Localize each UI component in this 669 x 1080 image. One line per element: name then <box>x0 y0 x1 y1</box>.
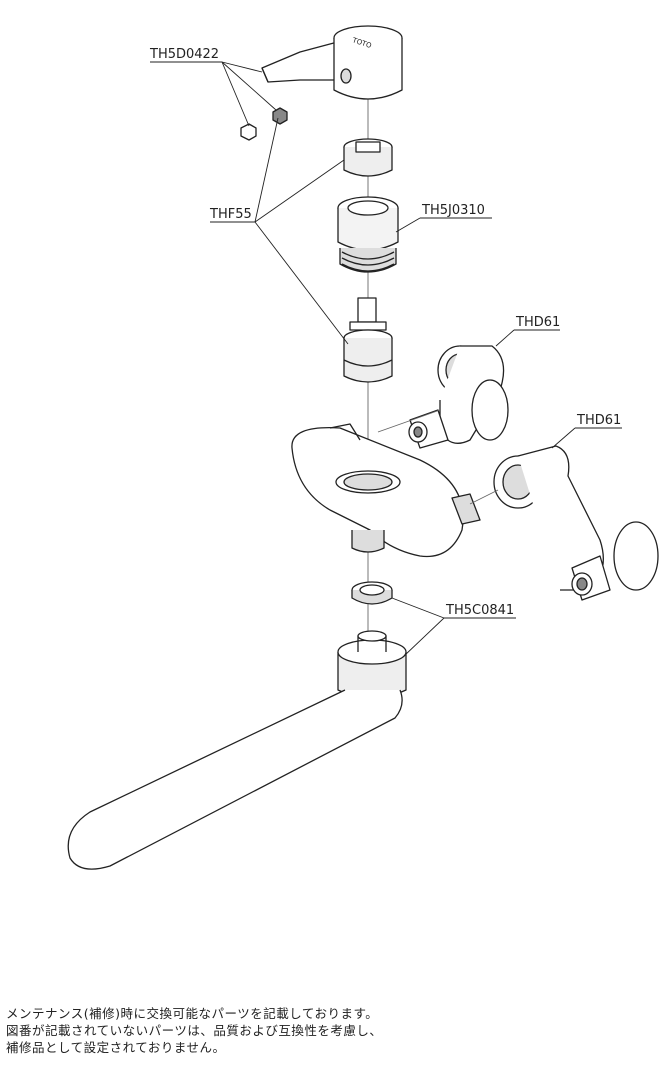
exploded-parts-diagram: TOTO <box>67 25 659 870</box>
elbow-lower <box>493 445 659 601</box>
leader-elbow-lower <box>551 427 576 449</box>
lever-handle: TOTO <box>261 25 403 100</box>
leader-thf-3 <box>254 221 349 345</box>
leader-lever-3 <box>221 61 277 111</box>
label-lever-handle: TH5D0422 <box>149 47 219 62</box>
handle-screw <box>240 107 288 141</box>
cartridge-nut <box>337 196 399 273</box>
label-cartridge-set: THF55 <box>209 207 252 222</box>
elbow-upper <box>408 345 509 449</box>
note-line-3: 補修品として設定されておりません。 <box>6 1040 226 1055</box>
faucet-body <box>291 423 481 558</box>
spout <box>67 630 407 870</box>
assembly-line-lower <box>469 489 499 505</box>
leader-nut <box>395 217 421 233</box>
note-line-2: 図番が記載されていないパーツは、品質および互換性を考慮し、 <box>6 1023 383 1038</box>
maintenance-note: メンテナンス(補修)時に交換可能なパーツを記載しております。 図番が記載されてい… <box>6 1005 666 1056</box>
leader-packing-2 <box>403 617 445 657</box>
note-line-1: メンテナンス(補修)時に交換可能なパーツを記載しております。 <box>6 1006 379 1021</box>
leader-thf-2 <box>254 159 345 223</box>
spout-packing <box>351 581 393 605</box>
label-elbow-upper: THD61 <box>515 315 560 330</box>
label-cartridge-nut: TH5J0310 <box>421 203 485 218</box>
cartridge <box>343 297 393 383</box>
label-elbow-lower: THD61 <box>576 413 621 428</box>
leader-lever-2 <box>221 61 250 127</box>
leader-elbow-upper <box>495 329 515 347</box>
leader-lever-1 <box>221 61 263 73</box>
cartridge-cap <box>343 138 393 177</box>
assembly-line-upper <box>377 409 441 433</box>
leader-thf-1 <box>254 117 279 223</box>
leader-packing-1 <box>391 597 445 619</box>
label-spout-packing: TH5C0841 <box>445 603 514 618</box>
